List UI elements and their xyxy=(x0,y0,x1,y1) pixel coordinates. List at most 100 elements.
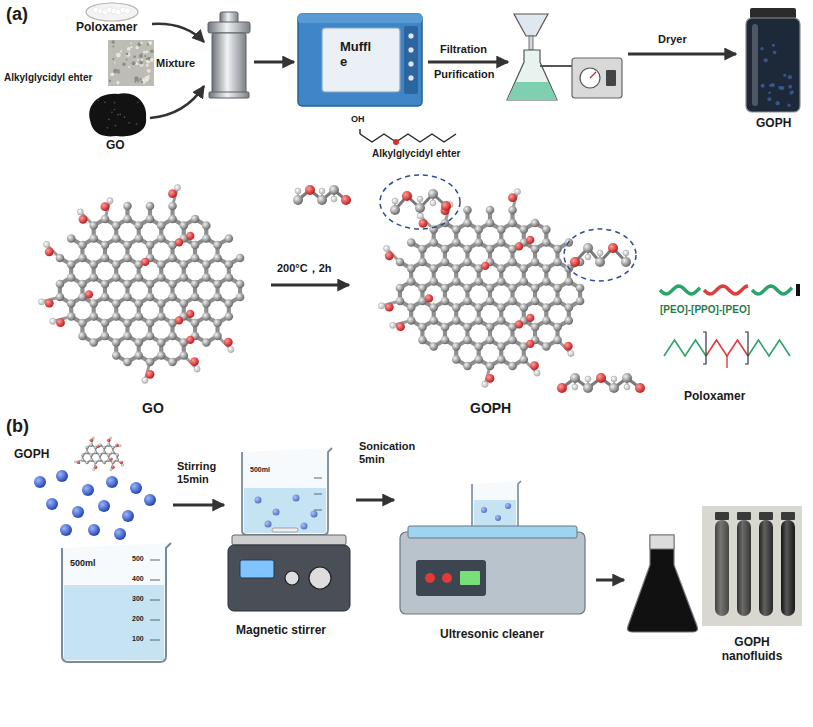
functional-groups xyxy=(38,185,234,384)
carbon-atom xyxy=(89,260,98,269)
annotation-label: Alkylglycidyl ehter xyxy=(372,148,460,160)
stirrer-display xyxy=(240,560,274,578)
funnel xyxy=(514,14,548,36)
carbon-atom xyxy=(98,453,101,456)
dispersion-row xyxy=(34,437,802,662)
step-label: Ultresonic cleaner xyxy=(440,628,544,642)
step-label: Poloxamer xyxy=(76,21,137,35)
carbon-atom xyxy=(56,293,65,302)
carbon-atom xyxy=(112,299,121,308)
polymer-block xyxy=(752,286,792,294)
sample-texture xyxy=(114,62,116,64)
arrow-label: Stirring 15min xyxy=(176,460,224,485)
carbon-atom xyxy=(452,238,461,247)
jar-flake xyxy=(772,44,775,47)
carbon-atom xyxy=(202,234,211,243)
carbon-atom xyxy=(168,332,177,341)
jar-flake xyxy=(788,75,792,79)
powder-speck xyxy=(104,102,106,104)
oh-bond xyxy=(359,129,360,134)
carbon-atom xyxy=(553,336,562,345)
hydrogen-atom xyxy=(514,189,520,195)
ether-sample xyxy=(108,40,154,86)
carbon-atom xyxy=(213,241,222,250)
scale-tick xyxy=(150,580,160,581)
carbon-atom xyxy=(236,280,245,289)
hydrogen-atom xyxy=(417,196,423,202)
carbon-atom xyxy=(123,319,132,328)
carbon-atom xyxy=(90,453,93,456)
carbon-atom xyxy=(103,451,106,454)
scale-tick xyxy=(150,560,160,561)
carbon-atom xyxy=(407,277,416,286)
step-label: 400 xyxy=(132,575,144,583)
carbon-atom xyxy=(396,297,405,306)
goph-particle xyxy=(114,528,126,540)
carbon-atom xyxy=(441,284,450,293)
carbon-atom xyxy=(85,446,88,449)
carbon-atom xyxy=(519,225,528,234)
carbon-atom xyxy=(452,277,461,286)
illustrated-step: GOPH nanofluids xyxy=(625,500,808,690)
illustrated-step: GO xyxy=(40,180,270,420)
carbon-atom xyxy=(531,258,540,267)
oxygen-atom xyxy=(224,338,233,347)
carbon-atom xyxy=(56,280,65,289)
jar-flake xyxy=(768,91,771,94)
carbon-atom xyxy=(202,273,211,282)
scale-tick xyxy=(314,494,322,495)
sample-tube xyxy=(781,520,795,616)
carbon-atom xyxy=(519,264,528,273)
carbon-atom xyxy=(565,277,574,286)
carbon-atom xyxy=(418,245,427,254)
hydrogen-atom xyxy=(38,299,44,305)
beaker xyxy=(472,481,521,530)
carbon-atom xyxy=(67,273,76,282)
jar-flake xyxy=(773,51,777,55)
carbon-atom xyxy=(134,351,143,360)
sample-texture xyxy=(120,50,122,52)
sample-tube xyxy=(715,520,729,616)
carbon-atom xyxy=(441,336,450,345)
carbon-atom xyxy=(474,225,483,234)
autoclave-base xyxy=(209,92,249,98)
oxygen-atom xyxy=(570,257,580,267)
carbon-atom xyxy=(595,257,605,267)
carbon-atom xyxy=(146,319,155,328)
carbon-atom xyxy=(78,254,87,263)
process-arrow xyxy=(628,53,736,56)
illustrated-step: 500mlMagnetic stirrer xyxy=(225,440,355,650)
carbon-atom xyxy=(519,303,528,312)
carbon-atom xyxy=(542,316,551,325)
sample-texture xyxy=(126,53,129,56)
sample-texture xyxy=(116,81,119,84)
carbon-atom xyxy=(553,323,562,332)
hydrogen-atom xyxy=(142,377,148,383)
carbon-atom xyxy=(101,215,110,224)
cleaner-panel xyxy=(416,560,486,596)
goph-particle xyxy=(34,476,46,488)
sample-texture xyxy=(116,53,121,58)
go-powder xyxy=(89,93,146,136)
hydrogen-atom xyxy=(378,303,384,309)
sample-texture xyxy=(140,42,143,45)
beaker xyxy=(242,448,332,535)
ether-molecule xyxy=(293,185,351,205)
carbon-atom xyxy=(463,219,472,228)
control-knob xyxy=(408,75,414,81)
beaker xyxy=(62,543,171,662)
carbon-atom xyxy=(390,205,400,215)
carbon-atom xyxy=(168,358,177,367)
carbon-atom xyxy=(146,332,155,341)
carbon-atom xyxy=(542,238,551,247)
powder-speck xyxy=(111,111,113,113)
carbon-atom xyxy=(111,461,114,464)
carbon-atom xyxy=(168,293,177,302)
annotation-label: Filtration xyxy=(440,43,487,56)
stir-bar xyxy=(272,528,298,532)
carbon-atom xyxy=(157,312,166,321)
oxygen-atom xyxy=(168,189,177,198)
step-label: 500ml xyxy=(250,466,270,474)
carbon-atom xyxy=(134,312,143,321)
powder-dish xyxy=(86,3,138,21)
